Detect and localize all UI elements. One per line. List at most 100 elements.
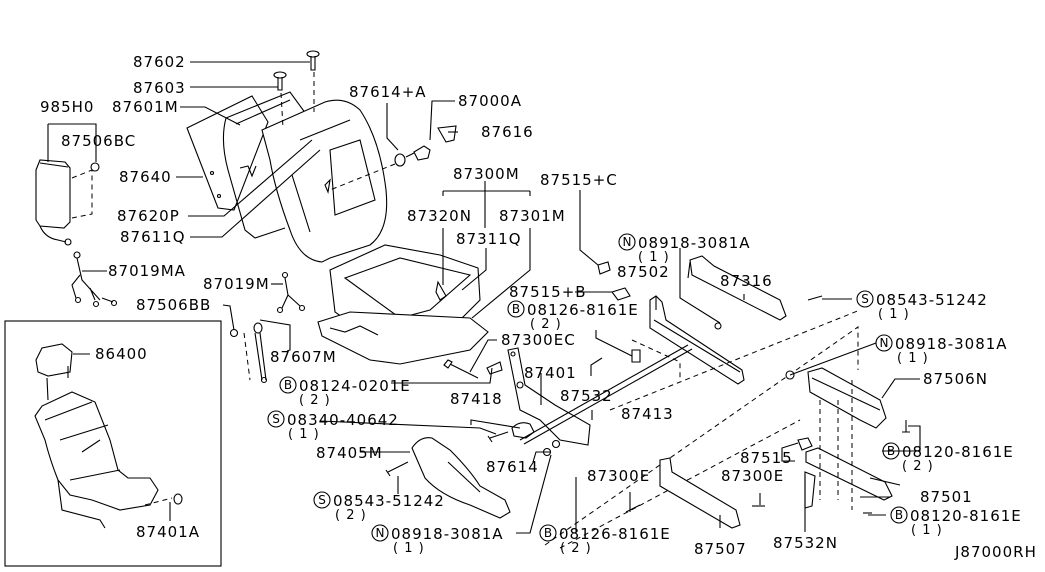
svg-text:08340-40642: 08340-40642 [287,411,399,429]
strap-87607m-drawing [229,322,268,384]
svg-text:N: N [623,235,632,249]
label-87405m: 87405M [316,444,383,462]
label-87300m: 87300M [453,165,520,183]
nut-symbol-icon [875,334,893,352]
fastener-callout: B 08120-8161E ( 1 ) [890,506,1022,538]
label-87000a: 87000A [458,92,522,110]
label-87532n: 87532N [773,534,838,552]
svg-text:B: B [284,378,292,392]
harness-87019m-drawing [276,271,306,314]
label-87300ec: 87300EC [501,331,576,349]
part-labels: 87602 87603 87601M 985H0 87506BC 87640 8… [40,53,1037,561]
label-86400: 86400 [95,345,148,363]
nut-symbol-icon [371,524,389,542]
bolt-symbol-icon [882,442,900,460]
fastener-callout: B 08126-8161E ( 2 ) [507,300,639,332]
fastener-callout: B 08126-8161E ( 2 ) [539,524,671,556]
headrest-module-drawing [35,159,93,246]
label-87501: 87501 [920,488,973,506]
svg-text:08126-8161E: 08126-8161E [559,525,671,543]
label-87418: 87418 [450,390,503,408]
svg-text:08918-3081A: 08918-3081A [895,335,1008,353]
svg-text:B: B [512,302,520,316]
label-87532: 87532 [560,387,613,405]
fastener-callout: N 08918-3081A ( 1 ) [618,233,751,265]
svg-text:08918-3081A: 08918-3081A [638,234,751,252]
seat-back-drawing [186,50,388,263]
slide-rail-outer-drawing [625,367,910,529]
inset-frame [4,320,222,567]
inset-full-seat-drawing [4,320,222,567]
svg-text:S: S [318,493,326,507]
svg-text:08918-3081A: 08918-3081A [391,525,504,543]
label-87506n: 87506N [923,370,988,388]
svg-text:( 1 ): ( 1 ) [638,250,670,265]
label-87413: 87413 [621,405,674,423]
label-87502: 87502 [617,263,670,281]
label-87311q: 87311Q [456,230,522,248]
label-985h0: 985H0 [40,98,94,116]
svg-text:S: S [272,412,280,426]
label-87506bb: 87506BB [136,296,211,314]
svg-text:( 1 ): ( 1 ) [911,523,943,538]
seat-cushion-drawing [317,244,489,365]
svg-text:08124-0201E: 08124-0201E [299,377,411,395]
nut-symbol-icon [618,233,636,251]
label-87614: 87614 [486,458,539,476]
svg-text:( 2 ): ( 2 ) [530,317,562,332]
fastener-callout: S 08543-51242 ( 1 ) [856,290,988,322]
svg-text:B: B [544,526,552,540]
svg-text:08126-8161E: 08126-8161E [527,301,639,319]
svg-text:( 1 ): ( 1 ) [878,307,910,322]
bolt-symbol-icon [279,376,297,394]
fastener-callouts: N 08918-3081A ( 1 ) B 08126-8161E ( 2 ) … [267,233,1022,556]
label-87301m: 87301M [499,207,566,225]
svg-text:( 1 ): ( 1 ) [393,541,425,556]
label-87300e-b: 87300E [721,467,784,485]
svg-text:08543-51242: 08543-51242 [876,291,988,309]
label-87401a: 87401A [136,523,200,541]
svg-text:S: S [861,292,869,306]
label-87640: 87640 [119,168,172,186]
label-87603: 87603 [133,79,186,97]
svg-text:( 2 ): ( 2 ) [902,459,934,474]
svg-text:08120-8161E: 08120-8161E [910,507,1022,525]
leader-lines [47,61,921,534]
diagram-code: J87000RH [954,543,1037,561]
screw-symbol-icon [313,491,331,509]
fastener-callout: B 08124-0201E ( 2 ) [279,376,411,408]
svg-text:08543-51242: 08543-51242 [333,492,445,510]
screw-symbol-icon [267,410,285,428]
bolt-symbol-icon [539,524,557,542]
label-87401: 87401 [524,364,577,382]
label-87602: 87602 [133,53,186,71]
label-87607m: 87607M [270,348,337,366]
svg-text:( 2 ): ( 2 ) [299,393,331,408]
svg-text:( 1 ): ( 1 ) [288,427,320,442]
harness-87019ma-drawing [71,251,118,308]
label-87300e-a: 87300E [587,467,650,485]
svg-text:N: N [376,526,385,540]
svg-text:B: B [887,444,895,458]
fastener-callout: N 08918-3081A ( 1 ) [371,524,504,556]
recliner-knob-parts-drawing [329,125,457,191]
screw-symbol-icon [856,290,874,308]
label-87019ma: 87019MA [108,262,186,280]
svg-text:( 1 ): ( 1 ) [897,351,929,366]
clip-87506bc-drawing [90,162,100,172]
fastener-callout: B 08120-8161E ( 2 ) [882,442,1013,474]
fastener-callout: N 08918-3081A ( 1 ) [875,334,1008,366]
label-87506bc: 87506BC [61,132,136,150]
label-87019m: 87019M [203,275,270,293]
label-87515: 87515 [740,449,793,467]
adjuster-bracket-drawing [385,347,591,519]
label-87515c: 87515+C [540,171,618,189]
label-87616: 87616 [481,123,534,141]
label-87320n: 87320N [407,207,472,225]
label-87507: 87507 [694,540,747,558]
svg-text:( 2 ): ( 2 ) [560,541,592,556]
fastener-callout: S 08340-40642 ( 1 ) [267,410,399,442]
slide-rail-inner-drawing [519,255,823,445]
